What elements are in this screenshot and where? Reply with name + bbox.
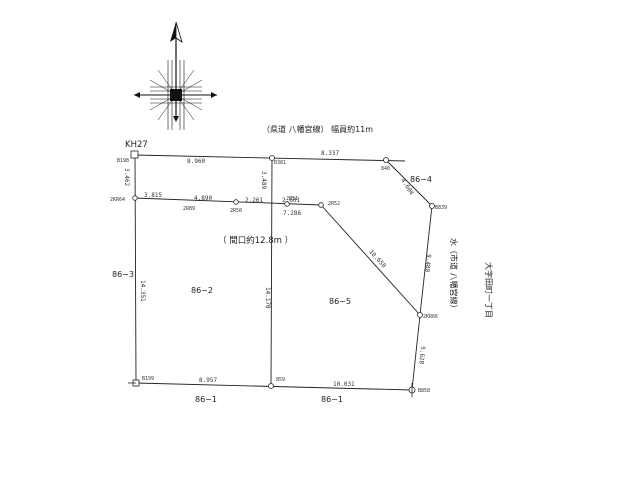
point-label-2r50: 2R50 (230, 208, 242, 214)
compass-rose-icon (134, 21, 217, 130)
point-label-b198: B198 (117, 158, 129, 164)
point-label-b381: B381 (274, 160, 286, 166)
dim-right-upper: 9.480 (423, 254, 432, 273)
dim-mid-4: 2.601 (282, 197, 300, 204)
frontage-label: （ 間口約12.8m ） (218, 235, 293, 246)
dim-top-right: 8.337 (321, 150, 339, 157)
marker-2kr66-icon (417, 312, 423, 318)
marker-2kr64-icon (132, 195, 138, 201)
dim-mid-1: 3.815 (144, 192, 162, 199)
road-north-label: （県道 八幡宮線） 幅員約11m (262, 124, 373, 134)
lot-label-right: 86−5 (329, 297, 351, 306)
lot-label-center: 86−2 (191, 286, 213, 295)
boundary-interior-horizontal (134, 197, 322, 206)
point-label-2kr66: 2KR66 (423, 314, 438, 320)
dim-left-upper: 3.462 (123, 168, 130, 186)
point-label-2r51: 2R51 (286, 196, 298, 202)
boundary-interior-diagonal (320, 204, 421, 316)
point-label-2r89: 2R89 (183, 206, 195, 212)
point-label-2r52: 2R52 (328, 201, 340, 207)
marker-2r50-icon (233, 199, 239, 205)
marker-2r51-icon (284, 201, 290, 207)
point-label-kh27: KH27 (125, 140, 148, 150)
boundary-west (134, 154, 137, 384)
town-name-label: 大字田町一丁目 (484, 262, 494, 318)
lot-label-left: 86−3 (112, 270, 134, 279)
dim-right-lower: 5.628 (417, 346, 426, 365)
lot-label-northeast: 86−4 (410, 175, 432, 184)
dim-mid-3: 2.261 (245, 197, 263, 204)
marker-b839-icon (429, 203, 435, 209)
boundary-northeast (385, 159, 433, 207)
marker-840-icon (383, 157, 389, 163)
dim-diagonal: 10.658 (368, 249, 388, 270)
dim-top-left: 8.960 (187, 158, 205, 165)
lot-label-south-right: 86−1 (321, 395, 343, 404)
lot-label-south-left: 86−1 (195, 395, 217, 404)
point-label-b858: B858 (418, 388, 430, 394)
boundary-east-lower (411, 314, 421, 391)
point-label-b199: B199 (142, 376, 154, 382)
point-label-b839: B839 (435, 205, 447, 211)
dim-mid-5: 7.286 (283, 210, 301, 217)
marker-kh27-icon (130, 150, 139, 159)
boundary-east-upper (419, 205, 433, 316)
dim-bottom-right: 10.031 (333, 381, 355, 388)
point-label-840: 840 (381, 166, 390, 172)
boundary-interior-vertical (270, 157, 273, 388)
marker-2r52-icon (318, 202, 324, 208)
road-east-label: 水（市道 八幡宮線） (449, 238, 459, 313)
dim-inner-vertical: 3.489 (260, 171, 267, 189)
point-label-859: 859 (276, 377, 285, 383)
dim-mid-2: 4.890 (194, 195, 212, 202)
marker-859-icon (268, 383, 274, 389)
parcel-boundaries (134, 154, 433, 391)
boundary-south (135, 382, 413, 391)
point-label-2kr64: 2KR64 (110, 197, 125, 203)
dim-center-vertical: 14.170 (264, 287, 271, 309)
survey-markers (128, 150, 435, 397)
dim-bottom-left: 8.957 (199, 377, 217, 384)
marker-b381-icon (269, 155, 275, 161)
dim-left-lower: 14.351 (139, 280, 146, 302)
